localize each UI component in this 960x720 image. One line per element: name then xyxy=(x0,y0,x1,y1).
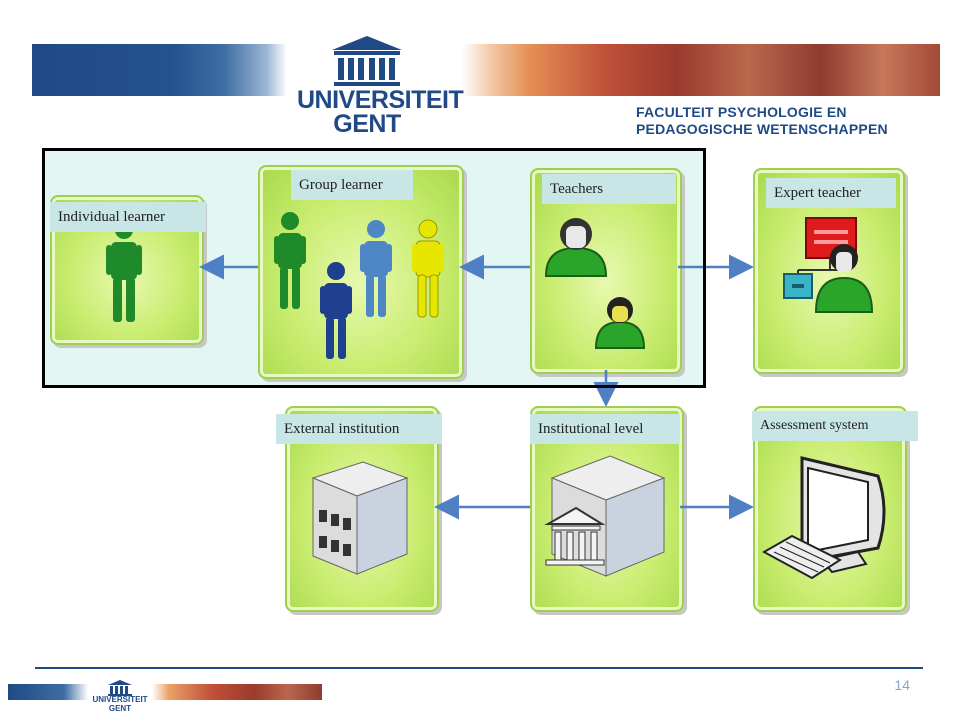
expert-teacher-icon xyxy=(783,217,874,313)
teachers-icon xyxy=(544,218,646,349)
footer-banner-right xyxy=(152,684,322,700)
external-institution-building-icon xyxy=(311,461,409,575)
faculty-name: FACULTEIT PSYCHOLOGIE EN PEDAGOGISCHE WE… xyxy=(636,104,916,138)
footer-logo-line-2: GENT xyxy=(108,704,132,713)
label-expert-teacher: Expert teacher xyxy=(766,178,896,208)
header-banner-right xyxy=(462,44,940,96)
page-number: 14 xyxy=(894,677,910,693)
header-banner-left xyxy=(32,44,287,96)
footer-divider xyxy=(35,667,923,669)
footer-logo-text: UNIVERSITEIT GENT xyxy=(92,695,148,713)
footer-logo-line-1: UNIVERSITEIT xyxy=(92,695,148,704)
logo-line-1: UNIVERSITEIT xyxy=(297,86,464,114)
logo-line-2: GENT xyxy=(333,110,401,138)
selection-frame xyxy=(42,148,706,388)
footer-building-logo-icon xyxy=(108,680,132,696)
label-teachers: Teachers xyxy=(542,174,676,204)
computer-icon xyxy=(762,456,886,580)
faculty-line-1: FACULTEIT PSYCHOLOGIE EN xyxy=(636,104,847,120)
label-individual-learner: Individual learner xyxy=(50,202,206,232)
footer-banner-left xyxy=(8,684,88,700)
university-building-logo-icon xyxy=(332,36,402,86)
faculty-line-2: PEDAGOGISCHE WETENSCHAPPEN xyxy=(636,121,888,137)
university-logo-text: UNIVERSITEIT GENT xyxy=(297,86,464,138)
individual-learner-icon xyxy=(106,221,142,322)
institutional-level-building-icon xyxy=(544,455,666,577)
label-group-learner: Group learner xyxy=(291,170,413,200)
label-institutional-level: Institutional level xyxy=(530,414,680,444)
label-assessment-system: Assessment system xyxy=(752,411,918,441)
group-learner-icon xyxy=(274,212,444,359)
label-external-institution: External institution xyxy=(276,414,442,444)
